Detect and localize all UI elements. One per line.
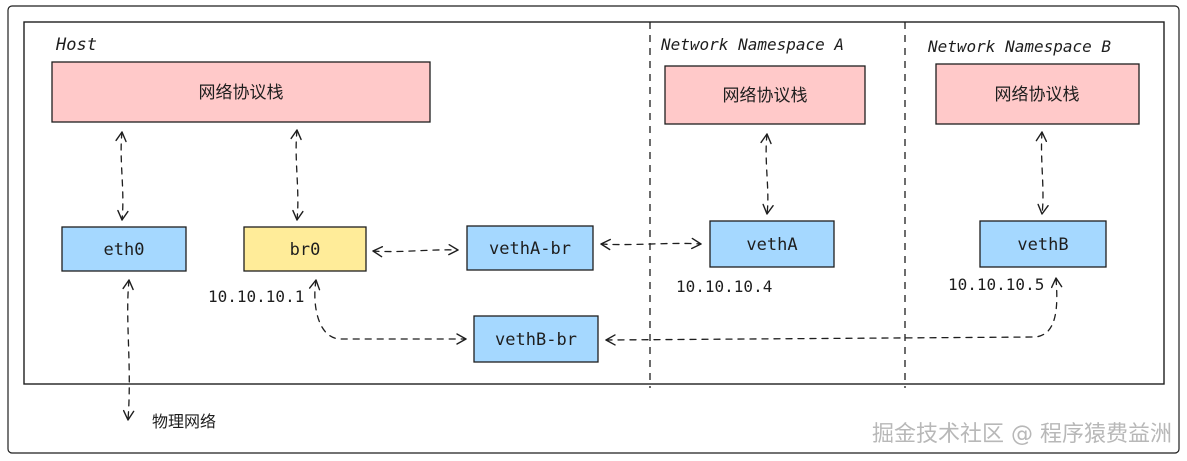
br0-label: br0: [290, 240, 321, 260]
namespaces-container: [23, 21, 1165, 385]
ns-b-protocol-stack-box: [935, 63, 1140, 125]
host-title: Host: [55, 35, 97, 55]
vethb-box: [979, 220, 1107, 268]
vetha-ip: 10.10.10.4: [676, 277, 772, 296]
ns-a-stack-vetha-connector: [760, 133, 774, 215]
vetha-label: vethA: [746, 235, 797, 255]
physical-network-label: 物理网络: [152, 412, 216, 431]
vethb-br-box: [473, 315, 599, 363]
vethb-br-label: vethB-br: [495, 330, 577, 350]
host-stack-br0-connector: [290, 129, 304, 221]
vethb-label: vethB: [1017, 235, 1068, 255]
ns-b-stack-vethb-connector: [1035, 131, 1049, 215]
vethb-br-vethb-connector: [605, 277, 1063, 346]
vetha-br-box: [466, 225, 594, 271]
ns-a-protocol-stack-box: [664, 65, 866, 125]
host-stack-eth0-connector: [115, 131, 129, 221]
watermark: 掘金技术社区 @ 程序猿费益洲: [872, 422, 1172, 447]
ns-a-protocol-stack-label: 网络协议栈: [723, 86, 808, 106]
ns-b-title: Network Namespace B: [927, 37, 1111, 56]
br0-vethb-br-connector: [308, 279, 467, 345]
br0-ip: 10.10.10.1: [208, 287, 304, 306]
eth0-physical-network-connector: [122, 279, 135, 421]
eth0-label: eth0: [104, 240, 145, 260]
vetha-br-label: vethA-br: [489, 239, 571, 259]
ns-b-protocol-stack-label: 网络协议栈: [995, 85, 1080, 105]
host-protocol-stack-label: 网络协议栈: [199, 83, 284, 103]
vetha-box: [709, 220, 835, 268]
eth0-box: [61, 226, 187, 272]
ns-a-title: Network Namespace A: [660, 35, 844, 54]
host-protocol-stack-box: [51, 61, 431, 123]
br0-vetha-br-connector: [372, 243, 459, 258]
br0-box: [243, 226, 367, 272]
vetha-br-vetha-connector: [600, 237, 702, 251]
outer-frame: [7, 5, 1180, 454]
vethb-ip: 10.10.10.5: [948, 275, 1044, 294]
